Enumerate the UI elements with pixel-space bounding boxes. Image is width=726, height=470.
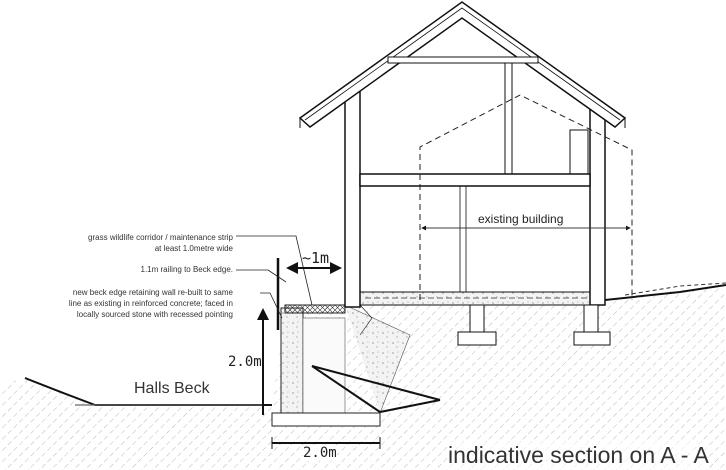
dim-wall-height: 2.0m (228, 354, 262, 370)
note-corridor: grass wildlife corridor / maintenance st… (88, 232, 233, 254)
retaining-wall (280, 307, 304, 414)
note-retaining-wall: new beck edge retaining wall re-built to… (69, 287, 233, 320)
label-halls-beck: Halls Beck (134, 380, 210, 397)
existing-building-outline (419, 94, 633, 300)
dim-footing-width: 2.0m (303, 445, 337, 461)
ground-hatch (0, 285, 726, 470)
note-wall-line1: new beck edge retaining wall re-built to… (72, 288, 233, 297)
grass-strip (284, 304, 346, 314)
note-corridor-line2: at least 1.0metre wide (154, 244, 233, 253)
drawing-title: indicative section on A - A (448, 442, 709, 469)
building (298, 1, 627, 346)
label-existing-building: existing building (478, 212, 564, 226)
note-corridor-line1: grass wildlife corridor / maintenance st… (88, 233, 233, 242)
dim-strip-width: ~1m (302, 249, 330, 267)
note-wall-line2: line as existing in reinforced concrete;… (68, 299, 233, 308)
wall-footing (271, 412, 381, 427)
note-railing: 1.1m railing to Beck edge. (140, 265, 234, 274)
note-wall-line3: locally sourced stone with recessed poin… (76, 310, 233, 319)
